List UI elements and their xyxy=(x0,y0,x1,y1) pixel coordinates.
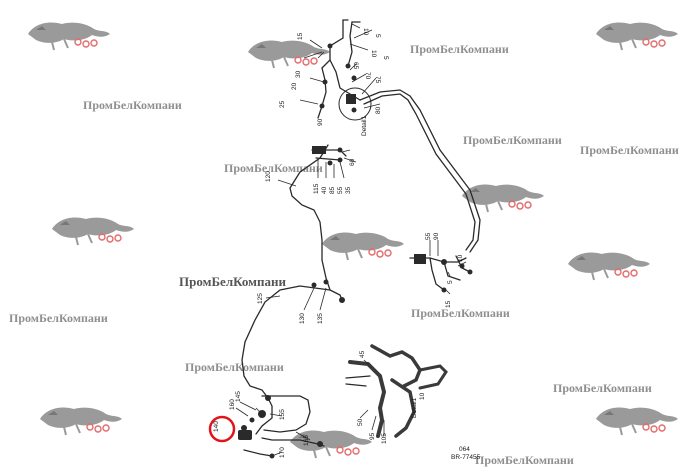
position-label: 15 xyxy=(445,300,452,308)
watermark-text: ПромБелКомпани xyxy=(9,311,108,325)
watermark-text: ПромБелКомпани xyxy=(83,98,182,112)
watermark-logo-icon xyxy=(39,406,123,436)
position-label: 125 xyxy=(257,293,264,304)
watermark-text: ПромБелКомпани xyxy=(580,143,679,157)
watermark-text: ПромБелКомпани xyxy=(185,360,284,374)
highlight-circle xyxy=(208,415,236,443)
position-label: 5 xyxy=(374,34,381,38)
leader-lines xyxy=(235,23,467,457)
position-label: 55 xyxy=(337,186,344,194)
detail-label: Detail1 xyxy=(361,115,368,136)
position-label: 130 xyxy=(299,313,306,324)
position-label: 135 xyxy=(317,313,324,324)
position-label: 5 xyxy=(447,280,454,284)
position-label: 90 xyxy=(317,118,324,126)
position-label: 145 xyxy=(235,391,242,402)
watermark-logo-icon xyxy=(567,251,651,281)
watermark-logo-icon xyxy=(321,231,405,261)
position-label: 10 xyxy=(370,50,377,58)
position-label: 155 xyxy=(279,409,286,420)
position-label: 75 xyxy=(374,76,381,84)
watermark-logo-icon xyxy=(595,406,679,436)
position-label: 45 xyxy=(359,350,366,358)
position-label: 35 xyxy=(345,186,352,194)
watermark-text: ПромБелКомпани xyxy=(179,274,286,289)
position-label: 5 xyxy=(382,56,389,60)
position-label: 15 xyxy=(297,32,304,40)
watermark-logo-icon xyxy=(461,183,545,213)
watermark-logo-icon xyxy=(27,21,111,51)
position-label: 80 xyxy=(375,106,382,114)
position-label: 10 xyxy=(362,28,369,36)
detail-label: 10 xyxy=(419,392,426,400)
position-label: 170 xyxy=(279,447,286,458)
watermark-text: ПромБелКомпани xyxy=(410,42,509,56)
watermark-logo-icon xyxy=(595,21,679,51)
position-label: 55 xyxy=(425,232,432,240)
watermark-text: ПромБелКомпани xyxy=(411,306,510,320)
position-label: 20 xyxy=(291,82,298,90)
detail-label: Detail1 xyxy=(411,397,418,418)
watermark-text: ПромБелКомпани xyxy=(463,133,562,147)
detail-circle xyxy=(338,87,372,121)
position-label: 95 xyxy=(369,432,376,440)
position-label: 60 xyxy=(349,158,356,166)
position-label: 165 xyxy=(303,435,310,446)
position-label: 120 xyxy=(265,171,272,182)
position-label: 30 xyxy=(295,70,302,78)
position-label: 65 xyxy=(352,62,359,70)
watermark-logo-icon xyxy=(247,39,331,69)
watermark-text: ПромБелКомпани xyxy=(553,381,652,395)
position-label: 70 xyxy=(364,72,371,80)
position-label: 105 xyxy=(381,433,388,444)
watermark-text: ПромБелКомпани xyxy=(224,161,323,175)
position-label: 40 xyxy=(321,186,328,194)
position-label: 25 xyxy=(279,100,286,108)
position-label: 115 xyxy=(313,183,320,194)
position-label: 140 xyxy=(213,421,220,432)
watermark-text: ПромБелКомпани xyxy=(475,453,574,467)
position-label: 160 xyxy=(229,399,236,410)
position-label: 85 xyxy=(329,186,336,194)
drawing-reference: BR-77455 xyxy=(451,454,481,461)
drawing-code: 064 xyxy=(459,446,470,453)
position-label: 10 xyxy=(457,254,464,262)
position-label: 50 xyxy=(357,418,364,426)
watermark-logo-icon xyxy=(51,216,135,246)
position-label: 90 xyxy=(433,232,440,240)
